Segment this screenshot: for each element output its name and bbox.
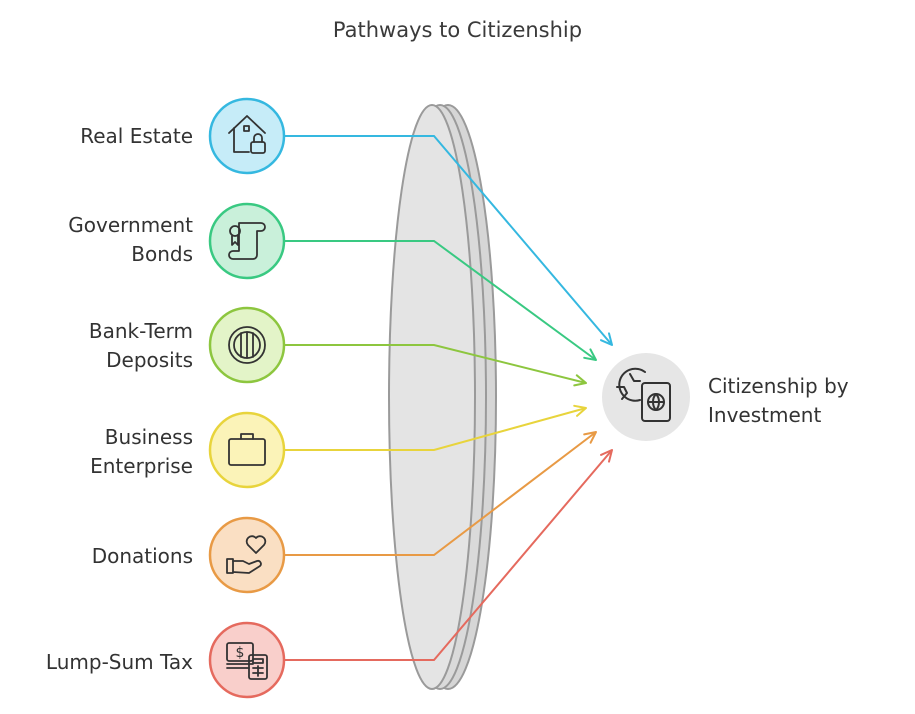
certificate-scroll-icon <box>228 222 266 260</box>
target-label: Citizenship by Investment <box>708 374 849 427</box>
arrowhead-vault <box>573 374 587 387</box>
target-node <box>602 353 690 441</box>
connector-vault <box>285 344 587 384</box>
pathway-label-real-estate: Real Estate <box>80 124 193 148</box>
connector-briefcase <box>285 407 587 451</box>
pathway-label-bank-term-deposits: Bank-Term Deposits <box>88 319 193 372</box>
arrowhead-briefcase <box>573 404 587 417</box>
connector-hand-heart <box>285 431 597 556</box>
house-lock-icon <box>228 115 266 154</box>
arrowhead-cash-calculator <box>600 449 613 463</box>
connector-house-lock <box>285 135 613 346</box>
pathway-node-house-lock <box>208 97 286 175</box>
arrowhead-certificate-scroll <box>583 348 597 361</box>
diagram-title: Pathways to Citizenship <box>332 18 583 42</box>
pathway-label-donations: Donations <box>91 544 193 568</box>
connector-lines <box>285 135 613 661</box>
pathway-node-vault <box>208 306 286 384</box>
pathway-node-hand-heart <box>208 516 286 594</box>
pathway-label-business-enterprise: Business Enterprise <box>90 425 193 478</box>
pathway-nodes: $ <box>208 97 286 699</box>
pathway-node-briefcase <box>208 411 286 489</box>
cash-calculator-icon: $ <box>226 642 268 680</box>
pathway-label-lump-sum-tax: Lump-Sum Tax <box>45 650 193 674</box>
connector-cash-calculator <box>285 449 613 661</box>
briefcase-icon <box>228 433 266 466</box>
pathway-label-government-bonds: Government Bonds <box>68 213 193 266</box>
vault-icon <box>228 326 266 364</box>
pathway-node-certificate-scroll <box>208 202 286 280</box>
pathway-node-cash-calculator: $ <box>208 621 286 699</box>
lens-shape <box>388 104 497 690</box>
connector-certificate-scroll <box>285 240 597 361</box>
svg-text:$: $ <box>236 645 245 661</box>
arrowhead-hand-heart <box>583 431 597 444</box>
hand-heart-icon <box>226 535 267 574</box>
globe-passport-icon <box>616 367 671 422</box>
arrowhead-house-lock <box>600 332 613 346</box>
